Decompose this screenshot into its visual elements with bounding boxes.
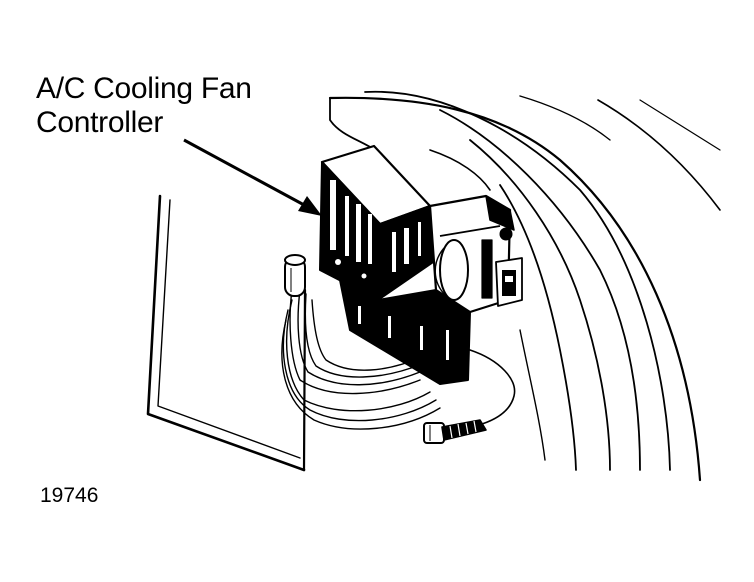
harness-end-cap: [284, 254, 306, 297]
callout-line-2: Controller: [36, 106, 164, 139]
mounting-screw: [423, 419, 487, 444]
figure-number: 19746: [40, 484, 99, 507]
callout-line-1: A/C Cooling Fan: [36, 72, 252, 105]
callout-leader-arrow: [183, 138, 322, 216]
wiring-harness: [281, 289, 441, 430]
ground-wire: [469, 349, 516, 425]
controller-module: [319, 144, 523, 385]
component-callout-label: A/C Cooling Fan Controller: [36, 72, 252, 140]
fender-panel-lines: [328, 90, 721, 482]
side-panel-outline: [146, 194, 307, 472]
